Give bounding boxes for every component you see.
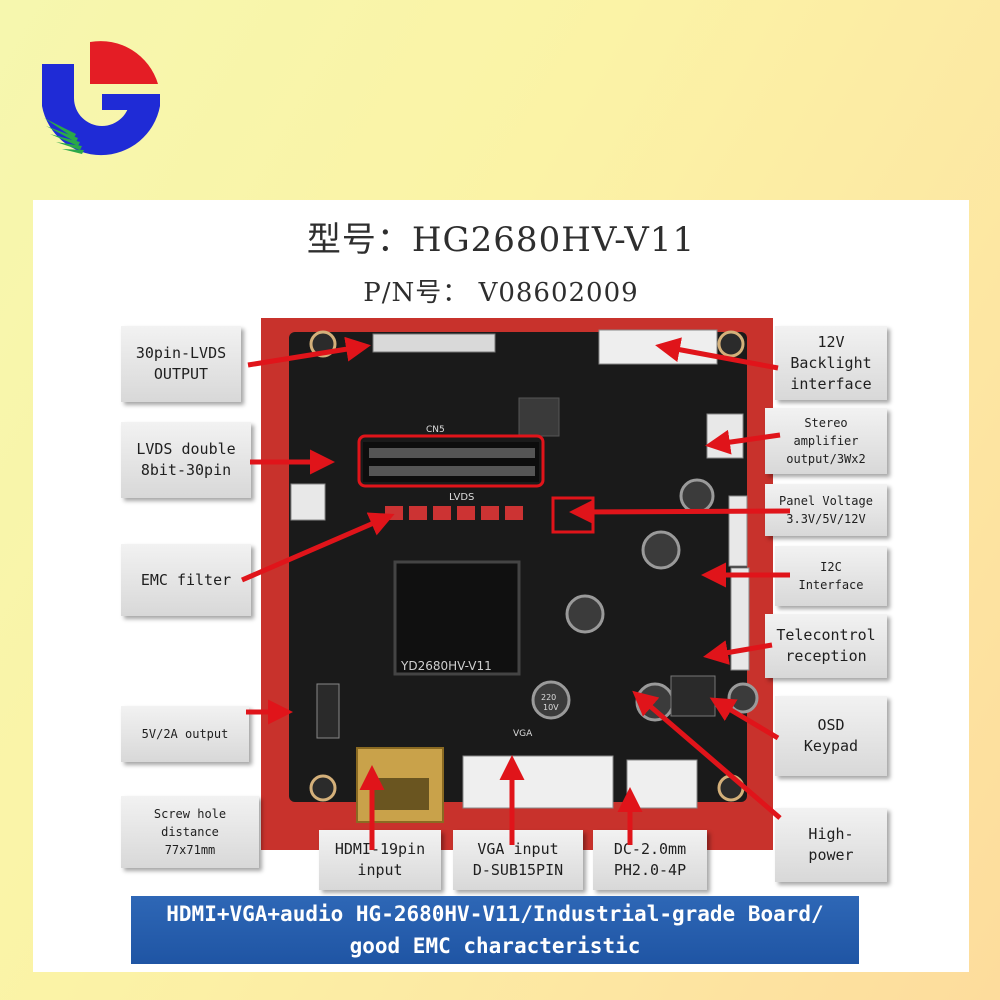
vga-connector xyxy=(462,755,614,809)
callout-5v-output: 5V/2A output xyxy=(121,706,249,762)
callout-screw-hole: Screw hole distance 77x71mm xyxy=(121,796,259,868)
product-panel: 型号：HG2680HV-V11 P/N号： V08602009 CN5 LVDS xyxy=(33,200,969,972)
callout-dc-input: DC-2.0mm PH2.0-4P xyxy=(593,830,707,890)
feature-banner: HDMI+VGA+audio HG-2680HV-V11/Industrial-… xyxy=(131,896,859,964)
callout-telecontrol: Telecontrol reception xyxy=(765,614,887,678)
stereo-connector xyxy=(706,413,744,459)
banner-text: HDMI+VGA+audio HG-2680HV-V11/Industrial-… xyxy=(166,902,824,958)
power-inductor xyxy=(670,675,716,717)
part-number: P/N号： V08602009 xyxy=(363,278,639,308)
vga-label: VGA xyxy=(513,729,533,739)
company-logo xyxy=(42,41,160,156)
output-5v-connector xyxy=(316,683,340,739)
panel-voltage-connector xyxy=(728,495,748,567)
callout-hdmi-input: HDMI-19pin input xyxy=(319,830,441,890)
model-title: 型号：HG2680HV-V11 xyxy=(306,220,696,260)
callout-vga-input: VGA input D-SUB15PIN xyxy=(453,830,583,890)
callout-panel-voltage: Panel Voltage 3.3V/5V/12V xyxy=(765,484,887,536)
board-silkscreen: YD2680HV-V11 xyxy=(400,659,492,673)
callout-high-power: High- power xyxy=(775,808,887,882)
hdmi-port xyxy=(371,778,429,810)
pin-row xyxy=(369,448,535,476)
lvds-label: LVDS xyxy=(449,492,474,503)
lvds-output-connector xyxy=(372,333,496,353)
logo-red-arc xyxy=(90,41,158,84)
pin-header-highlight xyxy=(357,434,545,488)
left-connector xyxy=(290,483,326,521)
emc-filter-array xyxy=(385,506,523,520)
cap-value: 220 xyxy=(541,693,556,702)
backlight-connector xyxy=(598,329,718,365)
callout-emc-filter: EMC filter xyxy=(121,544,251,616)
cn5-label: CN5 xyxy=(426,425,445,435)
logo-green-rays xyxy=(44,118,84,154)
main-ic xyxy=(393,560,521,676)
cap-voltage: 10V xyxy=(543,703,559,712)
i2c-telecontrol-connector xyxy=(730,567,750,671)
callout-i2c: I2C Interface xyxy=(775,546,887,606)
callout-lvds-double: LVDS double 8bit-30pin xyxy=(121,422,251,498)
inductor xyxy=(518,397,560,437)
pcb-board-image: CN5 LVDS YD2680HV-V11 220 10V xyxy=(261,318,773,850)
callout-stereo: Stereo amplifier output/3Wx2 xyxy=(765,408,887,474)
callout-backlight: 12V Backlight interface xyxy=(775,326,887,400)
callout-osd: OSD Keypad xyxy=(775,696,887,776)
dc-connector xyxy=(626,759,698,809)
callout-lvds-output: 30pin-LVDS OUTPUT xyxy=(121,326,241,402)
